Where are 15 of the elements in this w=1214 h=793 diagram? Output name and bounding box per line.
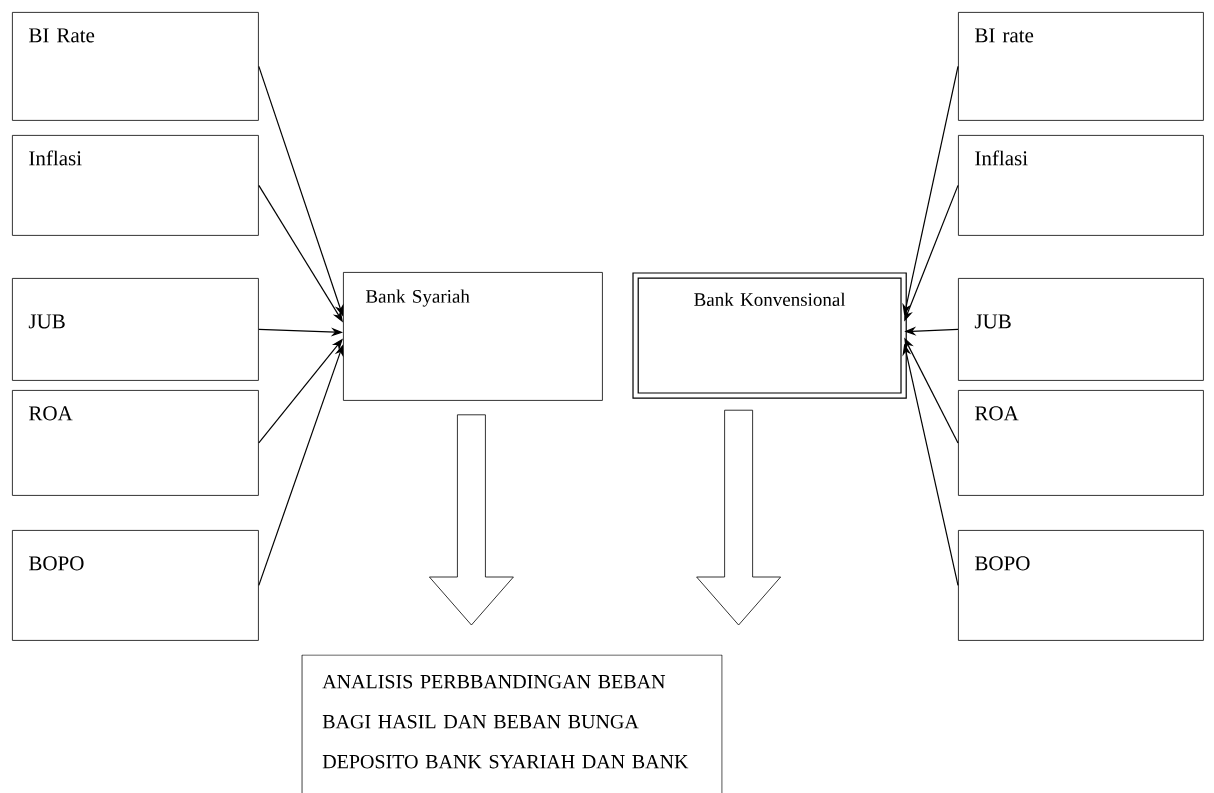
- variable-box: BI rate: [958, 12, 1204, 121]
- block-arrow: [429, 414, 514, 626]
- variable-box: Inflasi: [12, 135, 259, 236]
- variable-box: BOPO: [12, 530, 259, 641]
- variable-box: JUB: [958, 278, 1204, 381]
- variable-box: BI Rate: [12, 12, 259, 121]
- bank-box: Bank Konvensional: [632, 272, 907, 399]
- variable-box: Inflasi: [958, 135, 1204, 236]
- variable-box: JUB: [12, 278, 259, 381]
- variable-box: ROA: [958, 390, 1204, 496]
- variable-box: ROA: [12, 390, 259, 496]
- bank-box: Bank Syariah: [343, 272, 603, 401]
- block-arrow: [696, 409, 781, 626]
- variable-box: BOPO: [958, 530, 1204, 641]
- conclusion-box: ANALISIS PERBBANDINGAN BEBAN BAGI HASIL DAN BEBAN BUNGA DEPOSITO BANK SYARIAH DAN BANK: [301, 654, 723, 793]
